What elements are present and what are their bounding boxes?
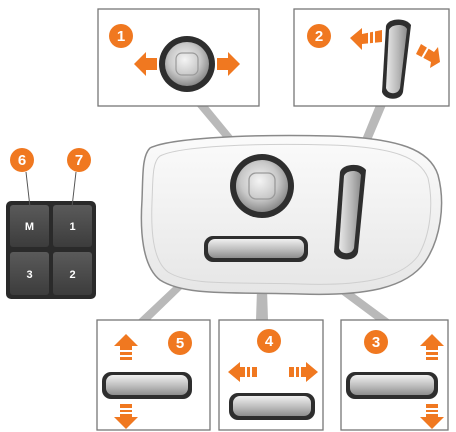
seat-back-rocker-icon [382, 19, 411, 99]
memory-keypad: M 1 3 2 [6, 171, 96, 299]
seat-back-rocker-icon[interactable] [334, 164, 366, 260]
callout-1: 1 [109, 24, 133, 48]
memory-key-2[interactable]: 2 [53, 252, 92, 295]
right-arrow-icon [217, 52, 240, 76]
svg-text:2: 2 [315, 28, 323, 45]
up-arrow-icon [114, 334, 138, 360]
panel-height-front [96, 319, 211, 431]
svg-text:6: 6 [18, 152, 26, 169]
cushion-slider-icon [229, 393, 315, 420]
down-arrow-icon [420, 404, 444, 429]
panel-joystick [97, 8, 260, 107]
pointer-to-key-m [25, 171, 31, 208]
callout-7: 7 [67, 148, 91, 172]
callout-5: 5 [168, 331, 192, 355]
down-arrow-icon [114, 404, 138, 429]
svg-text:1: 1 [69, 221, 75, 233]
svg-text:M: M [25, 221, 34, 233]
memory-key-m[interactable]: M [10, 205, 49, 247]
cushion-slider-icon [346, 372, 438, 399]
seat-switch-base [140, 134, 443, 296]
memory-key-1[interactable]: 1 [53, 205, 92, 247]
left-arrow-icon [228, 362, 257, 382]
right-arrow-icon [289, 362, 318, 382]
tilt-forward-arrow-icon [416, 44, 440, 68]
svg-text:5: 5 [176, 335, 184, 352]
svg-text:7: 7 [75, 152, 83, 169]
callout-4: 4 [257, 329, 281, 353]
joystick-knob-icon[interactable] [230, 154, 294, 218]
svg-text:1: 1 [117, 28, 125, 45]
tilt-back-arrow-icon [350, 28, 382, 50]
callout-3: 3 [364, 330, 388, 354]
panel-height-rear [340, 319, 449, 431]
memory-key-3[interactable]: 3 [10, 252, 49, 295]
joystick-knob-icon [159, 36, 215, 92]
up-arrow-icon [420, 334, 444, 360]
callout-6: 6 [10, 148, 34, 172]
cushion-slider-icon [102, 372, 192, 399]
panel-backrest [293, 8, 450, 107]
left-arrow-icon [134, 52, 157, 76]
callout-2: 2 [307, 24, 331, 48]
svg-text:4: 4 [265, 333, 274, 350]
svg-text:3: 3 [26, 269, 32, 281]
pointer-to-key-1 [71, 171, 77, 208]
svg-text:3: 3 [372, 334, 380, 351]
svg-text:2: 2 [69, 269, 75, 281]
cushion-slider-icon[interactable] [204, 236, 308, 262]
